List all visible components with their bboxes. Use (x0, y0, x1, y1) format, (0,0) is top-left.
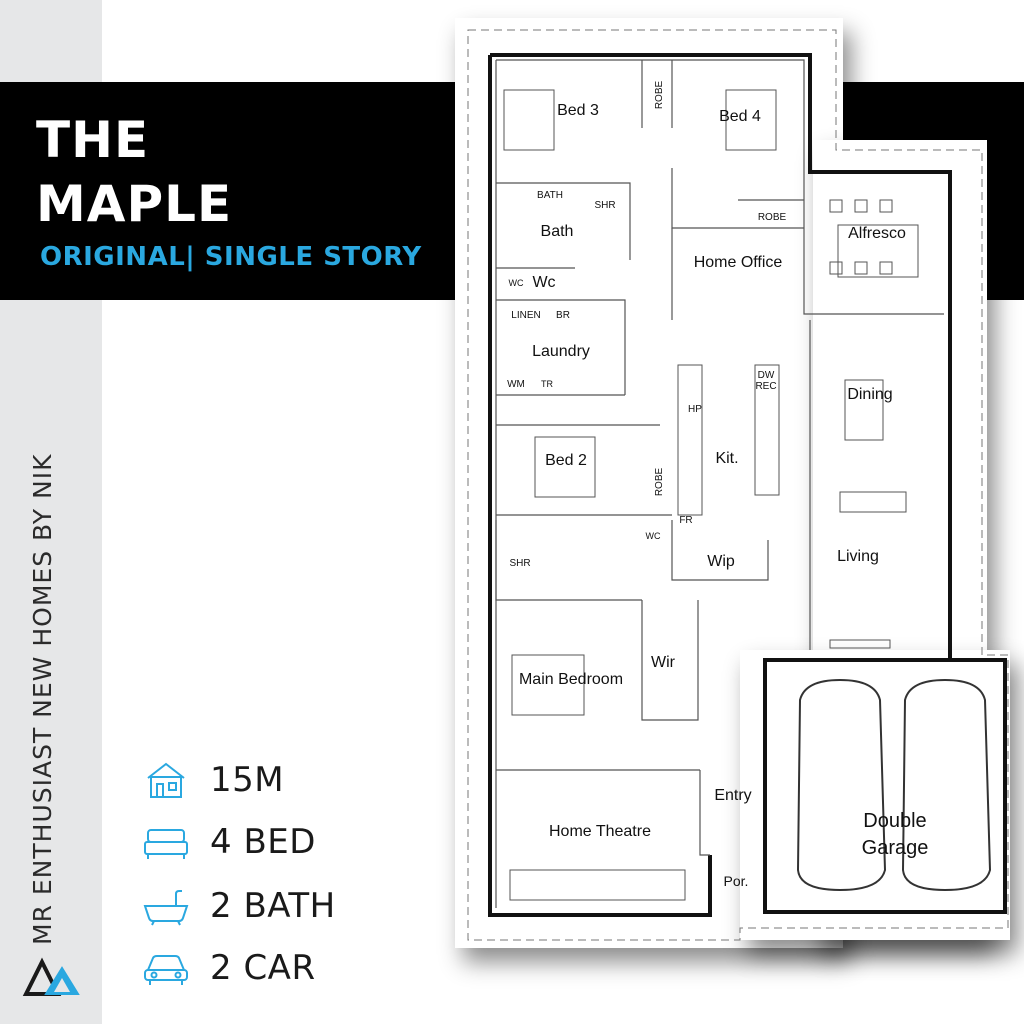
room-label-laundry: Laundry (532, 343, 590, 360)
room-label-robe-bed3: ROBE (654, 81, 665, 110)
room-label-main-bedroom: Main Bedroom (519, 671, 623, 688)
room-label-garage-line2: Garage (862, 837, 929, 859)
room-label-linen: LINEN (511, 310, 540, 321)
room-label-robe-bed4: ROBE (758, 212, 787, 223)
spec-width-label: 15M (210, 760, 285, 800)
room-label-entry: Entry (714, 787, 751, 804)
recycle-label: REC (755, 381, 776, 392)
design-title: THE MAPLE (36, 108, 232, 236)
spec-garage-label: 2 CAR (210, 948, 316, 988)
room-label-garage-line1: Double (863, 810, 926, 832)
ensuite-toilet-label: WC (646, 531, 661, 541)
room-label-living: Living (837, 548, 879, 565)
room-label-dining: Dining (847, 386, 892, 403)
room-label-robe-bed2: ROBE (654, 468, 665, 497)
trough-label: TR (541, 379, 553, 389)
spec-bedrooms: 4 BED (142, 822, 316, 862)
room-label-wc: Wc (532, 274, 555, 291)
spec-bathrooms-label: 2 BATH (210, 886, 336, 926)
hotplate-label: HP (688, 404, 702, 415)
spec-width: 15M (142, 760, 284, 800)
brand-logo-icon (22, 957, 80, 996)
house-width-icon (147, 762, 185, 798)
design-subtitle: ORIGINAL| SINGLE STORY (40, 242, 422, 272)
room-label-bed4: Bed 4 (719, 108, 761, 125)
title-line-2: MAPLE (36, 175, 233, 233)
room-label-bed2: Bed 2 (545, 452, 587, 469)
room-label-kitchen: Kit. (715, 450, 738, 467)
room-label-br: BR (556, 310, 570, 321)
toilet-symbol-label: WC (509, 278, 524, 288)
car-icon (144, 955, 188, 985)
room-label-alfresco: Alfresco (848, 225, 906, 242)
room-label-wir: Wir (651, 654, 676, 671)
room-label-bed3: Bed 3 (557, 102, 599, 119)
title-line-1: THE (36, 111, 150, 169)
room-label-bath: Bath (541, 223, 574, 240)
bathtub-icon (143, 890, 189, 926)
bathtub-label: BATH (537, 190, 563, 201)
shower-label-ensuite: SHR (509, 558, 530, 569)
dishwasher-label: DW (758, 370, 775, 381)
shower-label-main-bath: SHR (594, 200, 615, 211)
fridge-label: FR (679, 515, 692, 526)
spec-bedrooms-label: 4 BED (210, 822, 316, 862)
room-label-wip: Wip (707, 553, 735, 570)
washing-machine-label: WM (507, 379, 525, 390)
room-label-home-office: Home Office (694, 254, 783, 271)
bed-icon (144, 829, 188, 859)
room-label-home-theatre: Home Theatre (549, 823, 651, 840)
spec-garage: 2 CAR (142, 948, 316, 988)
room-label-porch: Por. (724, 873, 749, 889)
spec-bathrooms: 2 BATH (142, 886, 336, 926)
floorplan-card-garage (740, 650, 1010, 940)
